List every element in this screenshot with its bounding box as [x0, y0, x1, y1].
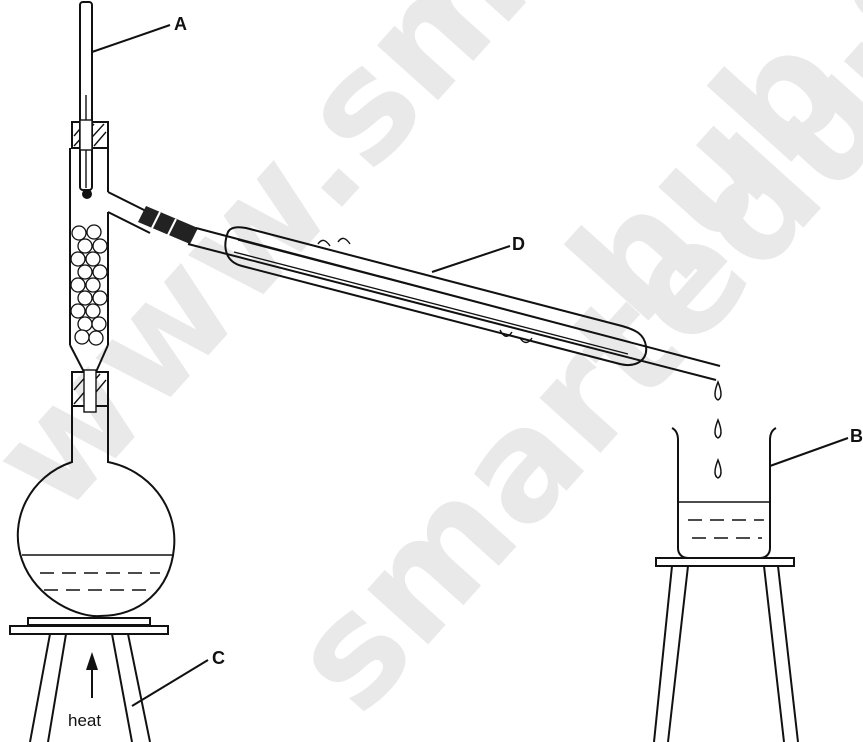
fractionating-column	[69, 148, 109, 373]
condenser-jacket	[224, 226, 648, 366]
label-b: B	[850, 426, 863, 446]
beaker	[671, 427, 777, 559]
heat-arrow	[86, 652, 98, 698]
glass-beads	[70, 224, 108, 346]
jacket-clamps	[317, 237, 533, 344]
rubber-connector	[138, 206, 198, 244]
side-arm	[107, 191, 151, 234]
label-c: C	[212, 648, 225, 668]
receiver-tripod	[653, 557, 799, 742]
thermometer	[79, 1, 93, 199]
round-bottom-flask	[16, 406, 176, 618]
label-d: D	[512, 234, 525, 254]
heat-label: heat	[68, 711, 101, 730]
flask-stopper	[71, 369, 109, 413]
top-stopper	[71, 119, 109, 151]
leader-lines	[91, 24, 849, 707]
label-a: A	[174, 14, 187, 34]
condensate-drops	[714, 379, 722, 479]
heating-tripod	[9, 617, 169, 742]
